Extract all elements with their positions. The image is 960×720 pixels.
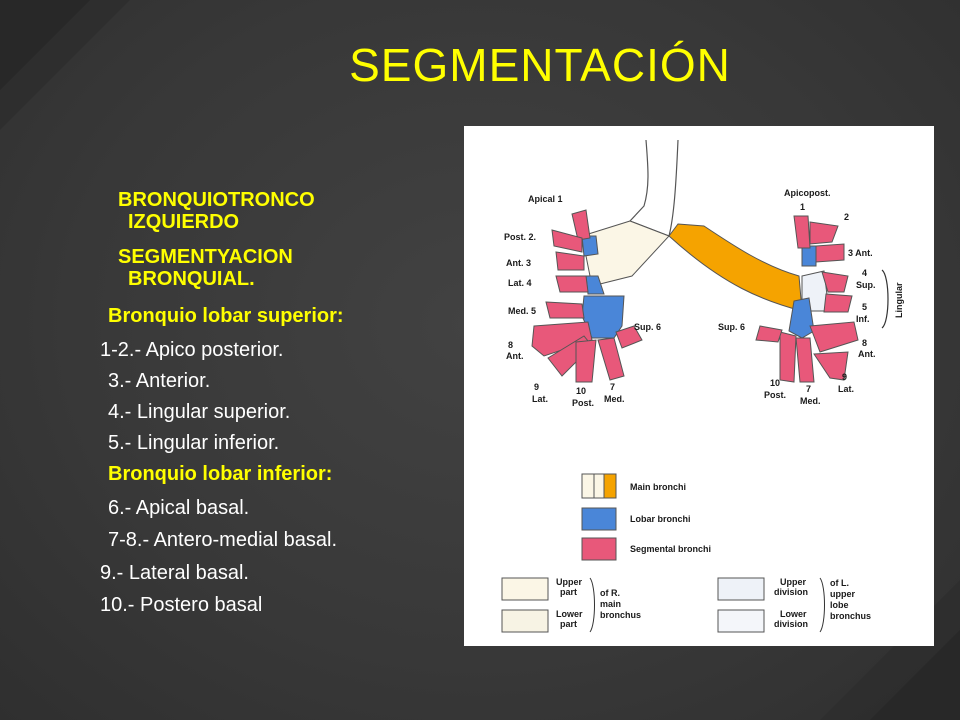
label-left-4: 4 [862, 268, 867, 278]
legend-lobar-bronchi: Lobar bronchi [581, 507, 691, 531]
right-main-bronchus [581, 220, 670, 287]
legend-upper-division-1: Upper [780, 577, 807, 587]
legend-of-l-2: upper [830, 589, 855, 599]
label-left-sup: Sup. [856, 280, 876, 290]
label-med-5: Med. 5 [508, 306, 536, 316]
legend-of-l-3: lobe [830, 600, 849, 610]
legend-segmental-bronchi: Segmental bronchi [581, 537, 711, 561]
corner-decoration-top-left [0, 0, 130, 130]
label-left-inf: Inf. [856, 314, 870, 324]
label-right-7: 7 [610, 382, 615, 392]
heading1-line2: IZQUIERDO [128, 211, 240, 233]
inferior-item-2: 7-8.- Antero-medial basal. [108, 529, 338, 551]
legend-of-r-1: of R. [600, 588, 620, 598]
legend-of-r-3: bronchus [600, 610, 641, 620]
left-segmental-bronchi [755, 215, 859, 383]
heading2-line2: BRONQUIAL. [128, 268, 255, 290]
legend-right-main-parts: Upper part Lower part of R. main bronchu… [501, 577, 641, 633]
label-right-lat: Lat. [532, 394, 548, 404]
label-left-post: Post. [764, 390, 786, 400]
superior-item-4: 5.- Lingular inferior. [108, 432, 280, 454]
right-segmental-bronchi [531, 209, 643, 383]
label-ant-3: Ant. 3 [506, 258, 531, 268]
label-right-med: Med. [604, 394, 625, 404]
label-left-8: 8 [862, 338, 867, 348]
label-left-9: 9 [842, 372, 847, 382]
label-left-ant: Ant. [858, 349, 876, 359]
legend-lower-part-2: part [560, 619, 577, 629]
legend-upper-division-2: division [774, 587, 808, 597]
label-right-8: 8 [508, 340, 513, 350]
lobar-inferior-heading: Bronquio lobar inferior: [108, 463, 333, 485]
legend-of-r-2: main [600, 599, 621, 609]
heading2-line1: SEGMENTYACION [118, 246, 293, 268]
inferior-item-1: 6.- Apical basal. [108, 497, 250, 519]
label-left-5: 5 [862, 302, 867, 312]
legend-label-segmental: Segmental bronchi [630, 544, 711, 554]
label-left-3-ant: 3 Ant. [848, 248, 873, 258]
label-right-ant: Ant. [506, 351, 524, 361]
lingular-bracket [881, 269, 889, 329]
superior-item-2: 3.- Anterior. [108, 370, 211, 392]
legend-upper-part-1: Upper [556, 577, 583, 587]
trachea [628, 139, 679, 237]
legend-left-upper-lobe-divisions: Upper division Lower division of L. uppe… [717, 577, 871, 633]
label-left-med: Med. [800, 396, 821, 406]
label-right-10: 10 [576, 386, 586, 396]
inferior-item-4: 10.- Postero basal [100, 594, 263, 616]
legend-upper-part-2: part [560, 587, 577, 597]
legend-lower-division-2: division [774, 619, 808, 629]
label-lingular: Lingular [894, 282, 904, 318]
inferior-item-3: 9.- Lateral basal. [100, 562, 249, 584]
legend-label-main: Main bronchi [630, 482, 686, 492]
left-lobar-bronchi [788, 245, 817, 339]
label-apical-1: Apical 1 [528, 194, 563, 204]
legend-label-lobar: Lobar bronchi [630, 514, 691, 524]
legend-lower-part-1: Lower [556, 609, 583, 619]
superior-item-3: 4.- Lingular superior. [108, 401, 291, 423]
label-left-10: 10 [770, 378, 780, 388]
label-apicopost: Apicopost. [784, 188, 831, 198]
bronchial-segmentation-diagram: Apical 1 Post. 2. Ant. 3 Lat. 4 Med. 5 S… [464, 126, 934, 646]
legend-of-l-1: of L. [830, 578, 849, 588]
lobar-superior-heading: Bronquio lobar superior: [108, 305, 344, 327]
left-main-bronchus [668, 223, 803, 312]
label-left-7: 7 [806, 384, 811, 394]
label-lat-4: Lat. 4 [508, 278, 532, 288]
label-left-lat: Lat. [838, 384, 854, 394]
label-left-sup-6: Sup. 6 [718, 322, 745, 332]
legend-lower-division-1: Lower [780, 609, 807, 619]
superior-item-1: 1-2.- Apico posterior. [100, 339, 284, 361]
label-left-2: 2 [844, 212, 849, 222]
label-left-1: 1 [800, 202, 805, 212]
slide-title: SEGMENTACIÓN [349, 39, 731, 91]
legend-main-bronchi: Main bronchi [581, 473, 686, 499]
label-right-sup-6: Sup. 6 [634, 322, 661, 332]
label-post-2: Post. 2. [504, 232, 536, 242]
legend-of-l-4: bronchus [830, 611, 871, 621]
label-right-post: Post. [572, 398, 594, 408]
heading1-line1: BRONQUIOTRONCO [118, 189, 315, 211]
label-right-9: 9 [534, 382, 539, 392]
